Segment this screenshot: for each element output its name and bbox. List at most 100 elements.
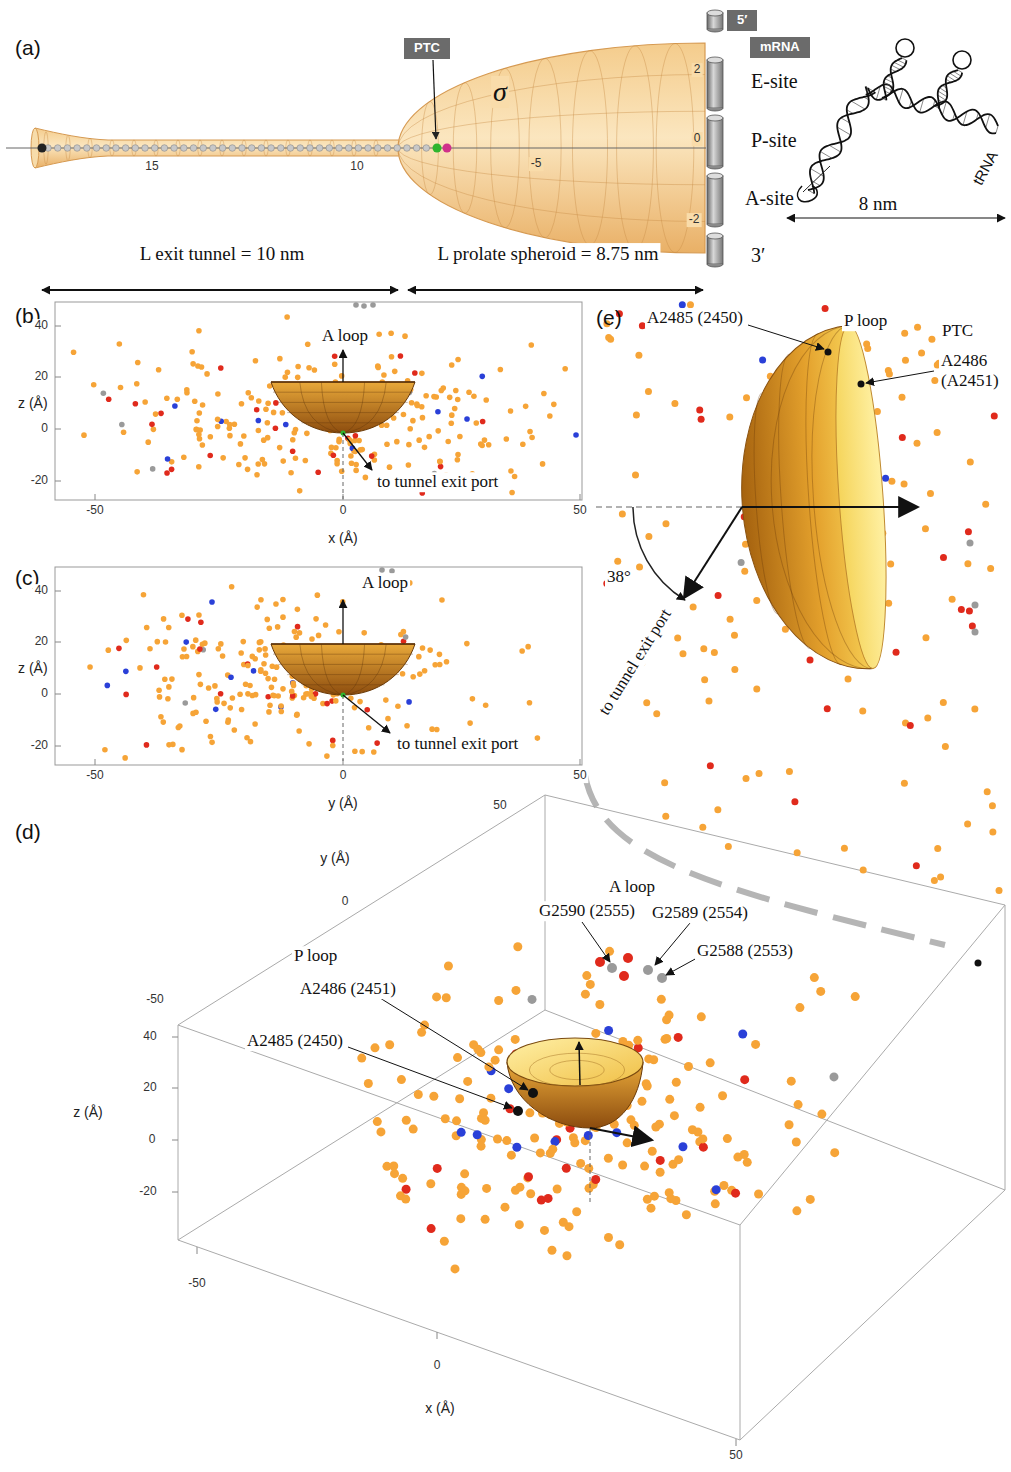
nucleotide-point bbox=[536, 1148, 545, 1157]
nucleotide-point bbox=[591, 1029, 600, 1038]
nucleotide-point bbox=[189, 349, 195, 355]
nucleotide-point bbox=[162, 676, 168, 682]
nucleotide-point bbox=[236, 462, 242, 468]
nucleotide-point bbox=[886, 371, 893, 378]
nucleotide-point bbox=[971, 706, 978, 713]
ptc-point bbox=[443, 144, 452, 153]
tick-label: 50 bbox=[571, 769, 588, 783]
nucleotide-point bbox=[494, 996, 503, 1005]
length-arrows bbox=[42, 290, 703, 291]
tick-label: 2 bbox=[692, 63, 703, 77]
axis-title: x (Å) bbox=[423, 1400, 457, 1416]
nucleotide-point bbox=[208, 734, 214, 740]
nucleotide-point bbox=[740, 1075, 749, 1084]
leader-line bbox=[655, 923, 690, 965]
nucleotide-point bbox=[642, 1079, 651, 1088]
nucleotide-point bbox=[141, 592, 147, 598]
nucleotide-point bbox=[280, 686, 286, 692]
nucleotide-point bbox=[266, 709, 272, 715]
nucleotide-point bbox=[232, 727, 238, 733]
cylinder-base bbox=[707, 29, 723, 32]
nucleotide-point bbox=[203, 718, 209, 724]
nucleotide-point bbox=[433, 1164, 442, 1173]
nucleotide-point bbox=[324, 753, 330, 759]
nucleotide-point bbox=[595, 1000, 604, 1009]
nucleotide-point bbox=[284, 314, 290, 320]
nucleotide-point bbox=[432, 992, 441, 1001]
nucleotide-point bbox=[191, 695, 197, 701]
axis-dashed bbox=[343, 433, 344, 499]
nucleotide-point bbox=[209, 740, 215, 746]
nucleotide-point bbox=[519, 648, 525, 654]
chain-bead bbox=[268, 145, 275, 152]
nucleotide-point bbox=[227, 433, 233, 439]
axis-title: z (Å) bbox=[16, 660, 50, 676]
nucleotide-point bbox=[273, 425, 279, 431]
nucleotide-point bbox=[264, 617, 270, 623]
nucleotide-point bbox=[381, 372, 387, 378]
nucleotide-point bbox=[696, 407, 703, 414]
nucleotide-point bbox=[116, 646, 122, 652]
nucleotide-point bbox=[334, 461, 340, 467]
nucleotide-point bbox=[914, 324, 921, 331]
nucleotide-point bbox=[442, 993, 451, 1002]
cylinder-body bbox=[707, 176, 723, 224]
nucleotide-point bbox=[972, 602, 979, 609]
nucleotide-point bbox=[698, 416, 705, 423]
nucleotide-point bbox=[507, 1151, 516, 1160]
nucleotide-point bbox=[907, 722, 914, 729]
tick-label: -50 bbox=[84, 504, 105, 518]
base-pair bbox=[820, 151, 832, 158]
nucleotide-point bbox=[271, 693, 277, 699]
nucleotide-point bbox=[265, 694, 271, 700]
nucleotide-point bbox=[914, 440, 921, 447]
nucleotide-point bbox=[169, 676, 175, 682]
nucleotide-point bbox=[315, 469, 321, 475]
nucleotide-point bbox=[743, 394, 750, 401]
nucleotide-point bbox=[410, 674, 416, 680]
nucleotide-point bbox=[241, 433, 247, 439]
nucleotide-point bbox=[460, 1169, 469, 1178]
bounding-box-edge bbox=[178, 795, 545, 1025]
nucleotide-point bbox=[165, 456, 171, 462]
nucleotide-point bbox=[71, 349, 77, 355]
label-tag: 5′ bbox=[727, 10, 757, 31]
nucleotide-point bbox=[633, 412, 640, 419]
nucleotide-point bbox=[586, 980, 595, 989]
molecule-label: tRNA bbox=[968, 146, 1002, 189]
nucleotide-point bbox=[727, 616, 734, 623]
nucleotide-point bbox=[445, 439, 451, 445]
nucleotide-point bbox=[194, 418, 200, 424]
nucleotide-point bbox=[885, 600, 892, 607]
nucleotide-point bbox=[697, 1012, 706, 1021]
nucleotide-point bbox=[493, 1135, 502, 1144]
nucleotide-point bbox=[423, 393, 429, 399]
nucleotide-point bbox=[447, 395, 453, 401]
nucleotide-point bbox=[901, 780, 908, 787]
annotation: A2486 (A2451) bbox=[939, 351, 1007, 390]
bounding-box-edge bbox=[740, 1190, 1005, 1440]
nucleotide-point bbox=[607, 963, 617, 973]
nucleotide-point bbox=[969, 622, 976, 629]
axis-title: y (Å) bbox=[318, 850, 352, 866]
nucleotide-point bbox=[295, 624, 301, 630]
nucleotide-point bbox=[253, 358, 259, 364]
tick-mark bbox=[172, 1037, 178, 1038]
chain-bead bbox=[190, 145, 197, 152]
dimension-arrow bbox=[787, 217, 1005, 218]
nucleotide-point bbox=[218, 365, 224, 371]
nucleotide-point bbox=[582, 971, 591, 980]
nucleotide-point bbox=[215, 417, 221, 423]
tick-mark bbox=[55, 326, 61, 327]
nucleotide-point bbox=[958, 606, 965, 613]
chain-bead bbox=[384, 145, 391, 152]
nucleotide-point bbox=[500, 1203, 509, 1212]
nucleotide-point bbox=[198, 619, 204, 625]
nucleotide-point bbox=[448, 420, 454, 426]
nucleotide-point bbox=[370, 302, 376, 308]
nucleotide-point bbox=[401, 1195, 410, 1204]
nucleotide-point bbox=[417, 1028, 426, 1037]
nucleotide-point bbox=[572, 1207, 581, 1216]
nucleotide-point bbox=[449, 412, 455, 418]
nucleotide-point bbox=[255, 461, 261, 467]
